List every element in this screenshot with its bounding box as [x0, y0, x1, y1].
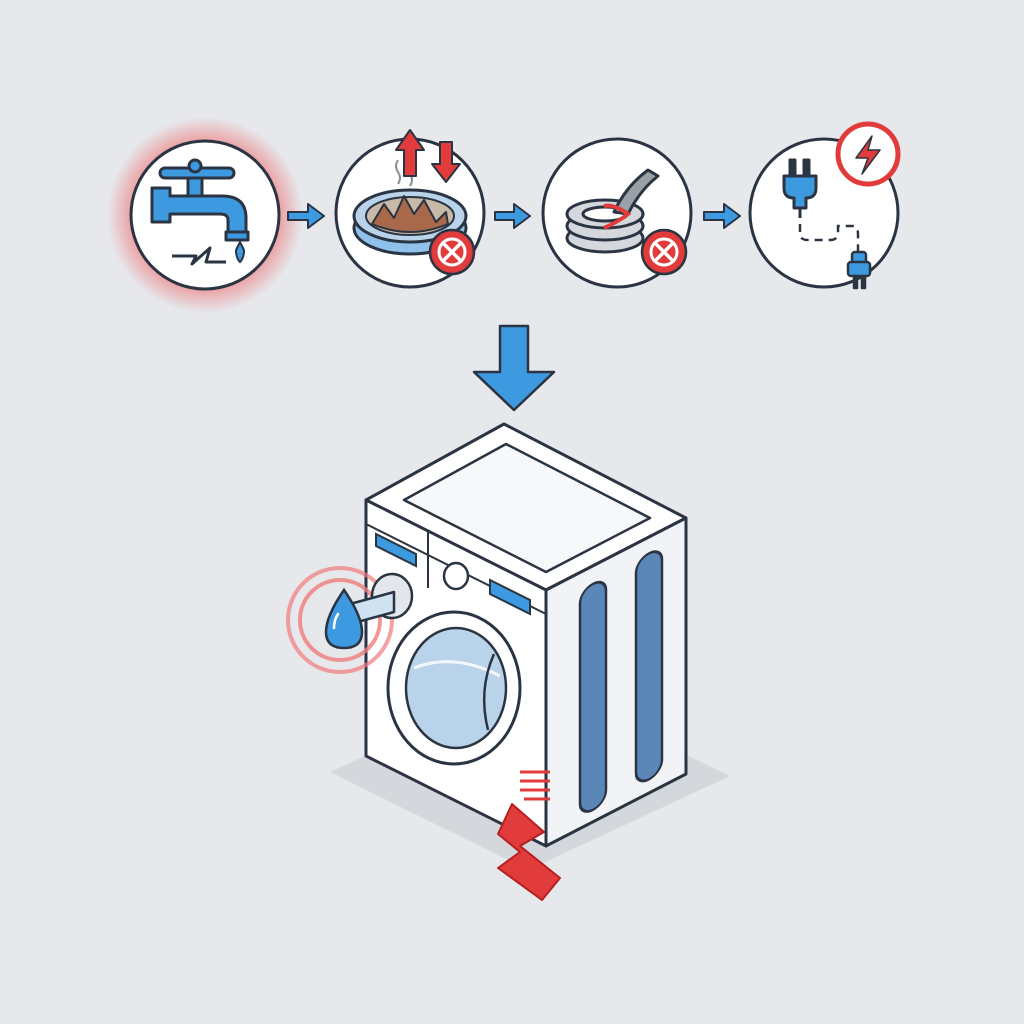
- flow-arrow-2: [494, 203, 531, 229]
- power-warning-icon: [835, 121, 901, 187]
- socket-plug-icon: [846, 250, 872, 290]
- low-pressure-zigzag-icon: [172, 246, 226, 266]
- arrow-up-icon: [395, 129, 425, 177]
- side-panel: [578, 580, 608, 813]
- step-2-filter: [334, 129, 486, 289]
- flow-arrow-1: [287, 203, 325, 229]
- arrow-down-icon: [431, 141, 461, 183]
- flow-arrow-3: [703, 203, 741, 229]
- door-glass: [404, 626, 508, 750]
- flow-arrow-down: [472, 324, 556, 412]
- side-panel: [634, 550, 664, 783]
- sediment-clog-icon: [371, 195, 449, 233]
- step-1-faucet: [107, 117, 303, 313]
- blocked-x-icon: [640, 228, 688, 276]
- step-4-power: [748, 121, 901, 290]
- blocked-x-icon: [428, 228, 476, 276]
- water-drop-icon: [324, 587, 364, 650]
- power-plug-icon: [782, 158, 818, 218]
- water-faucet-icon: [150, 158, 250, 242]
- display-panel: [375, 532, 417, 568]
- water-inlet-alert: [286, 566, 414, 674]
- inlet-filter-screen-icon: [352, 159, 468, 256]
- disconnected-cord: [798, 224, 860, 252]
- display-panel: [489, 578, 531, 616]
- control-knob: [442, 561, 470, 591]
- water-drop-icon: [234, 239, 246, 264]
- electrical-fault-alert: [497, 770, 561, 901]
- lightning-bolt-icon: [497, 803, 561, 901]
- coiled-hose-icon: [565, 168, 660, 254]
- step-3-hose: [541, 137, 693, 289]
- washing-machine-icon: [286, 422, 730, 901]
